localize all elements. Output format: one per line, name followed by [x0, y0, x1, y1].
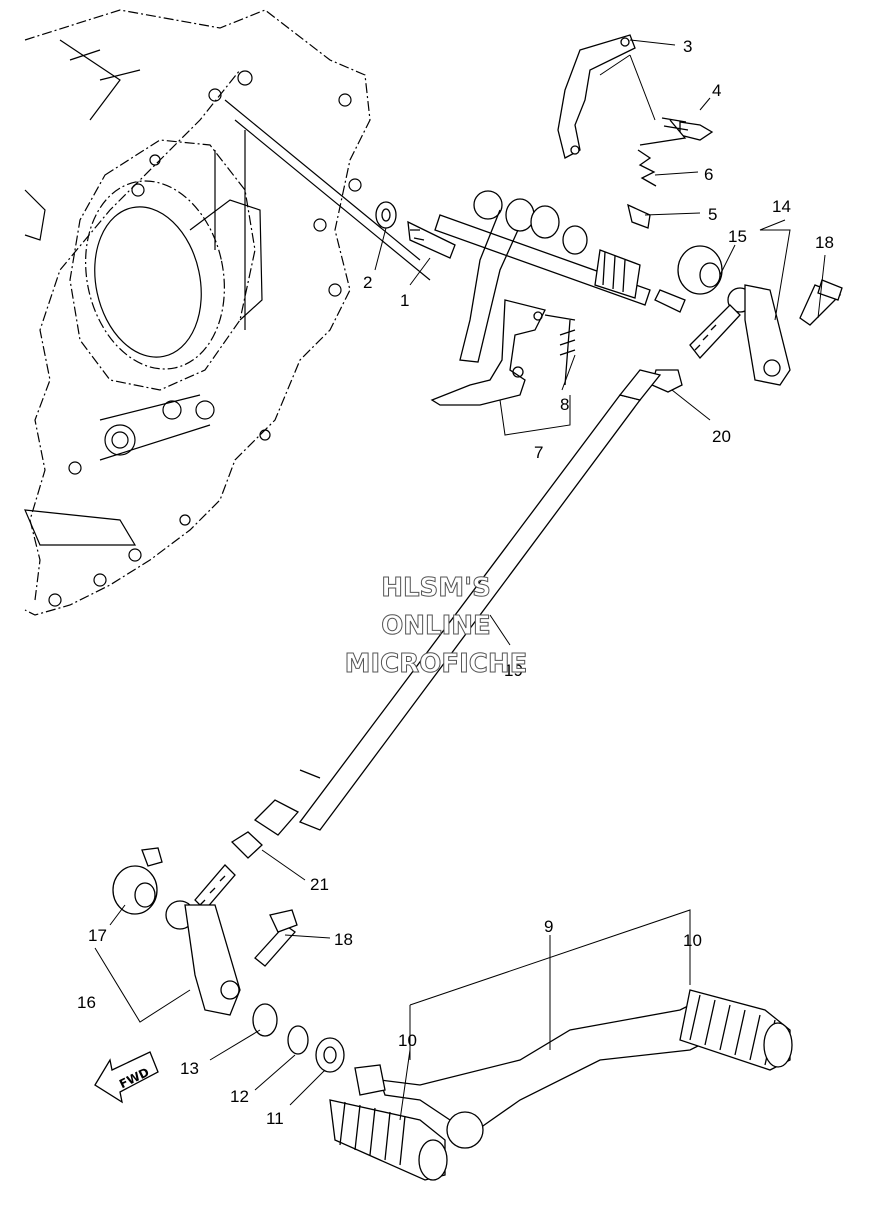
- callout-14: 14: [772, 197, 791, 216]
- callout-1: 1: [400, 291, 409, 310]
- callout-11: 11: [266, 1109, 284, 1128]
- fwd-arrow: FWD: [94, 1051, 159, 1104]
- shift-rod: [253, 369, 662, 836]
- watermark-line-3: MICROFICHE: [345, 649, 528, 679]
- leader-lines: [94, 39, 826, 1121]
- engine-case: [24, 9, 431, 616]
- callout-8: 8: [560, 395, 569, 414]
- watermark-line-1: HLSM'S: [381, 573, 491, 603]
- callout-13: 13: [180, 1059, 199, 1078]
- callout-5: 5: [708, 205, 717, 224]
- callout-19: 19: [504, 661, 523, 680]
- callout-2: 2: [363, 273, 372, 292]
- callout-16: 16: [77, 993, 96, 1012]
- watermark-line-2: ONLINE: [381, 611, 491, 641]
- callout-7: 7: [534, 443, 543, 462]
- upper-joint: [651, 245, 843, 393]
- callout-21: 21: [310, 875, 329, 894]
- callout-17: 17: [88, 926, 107, 945]
- callout-numbers: 3 4 6 5 14 15 18 2 1 8 7 20 19 21 17 18 …: [77, 37, 834, 1128]
- callout-6: 6: [704, 165, 713, 184]
- callout-10-right: 10: [683, 931, 702, 950]
- callout-4: 4: [712, 81, 721, 100]
- watermark: HLSM'S ONLINE MICROFICHE: [344, 573, 528, 680]
- callout-18-top: 18: [815, 233, 834, 252]
- lower-joint: [112, 831, 345, 1073]
- callout-3: 3: [683, 37, 692, 56]
- callout-20: 20: [712, 427, 731, 446]
- callout-9: 9: [544, 917, 553, 936]
- callout-18-bottom: 18: [334, 930, 353, 949]
- callout-10-left: 10: [398, 1031, 417, 1050]
- callout-12: 12: [230, 1087, 249, 1106]
- shift-shaft-assembly: [430, 190, 651, 406]
- shift-pedal: [329, 989, 793, 1181]
- callout-15: 15: [728, 227, 747, 246]
- stopper-lever: [557, 34, 714, 229]
